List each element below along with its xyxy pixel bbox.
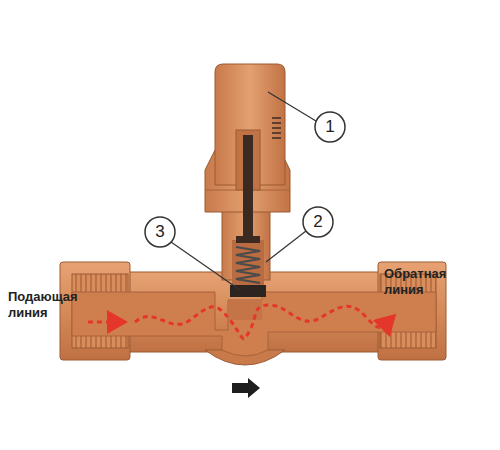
flow-label: Обратная линия bbox=[384, 266, 484, 298]
callout-number: 1 bbox=[315, 112, 345, 142]
callout-number: 2 bbox=[303, 207, 333, 237]
callout-number: 3 bbox=[145, 217, 175, 247]
flow-label: Подающая линия bbox=[8, 289, 90, 321]
